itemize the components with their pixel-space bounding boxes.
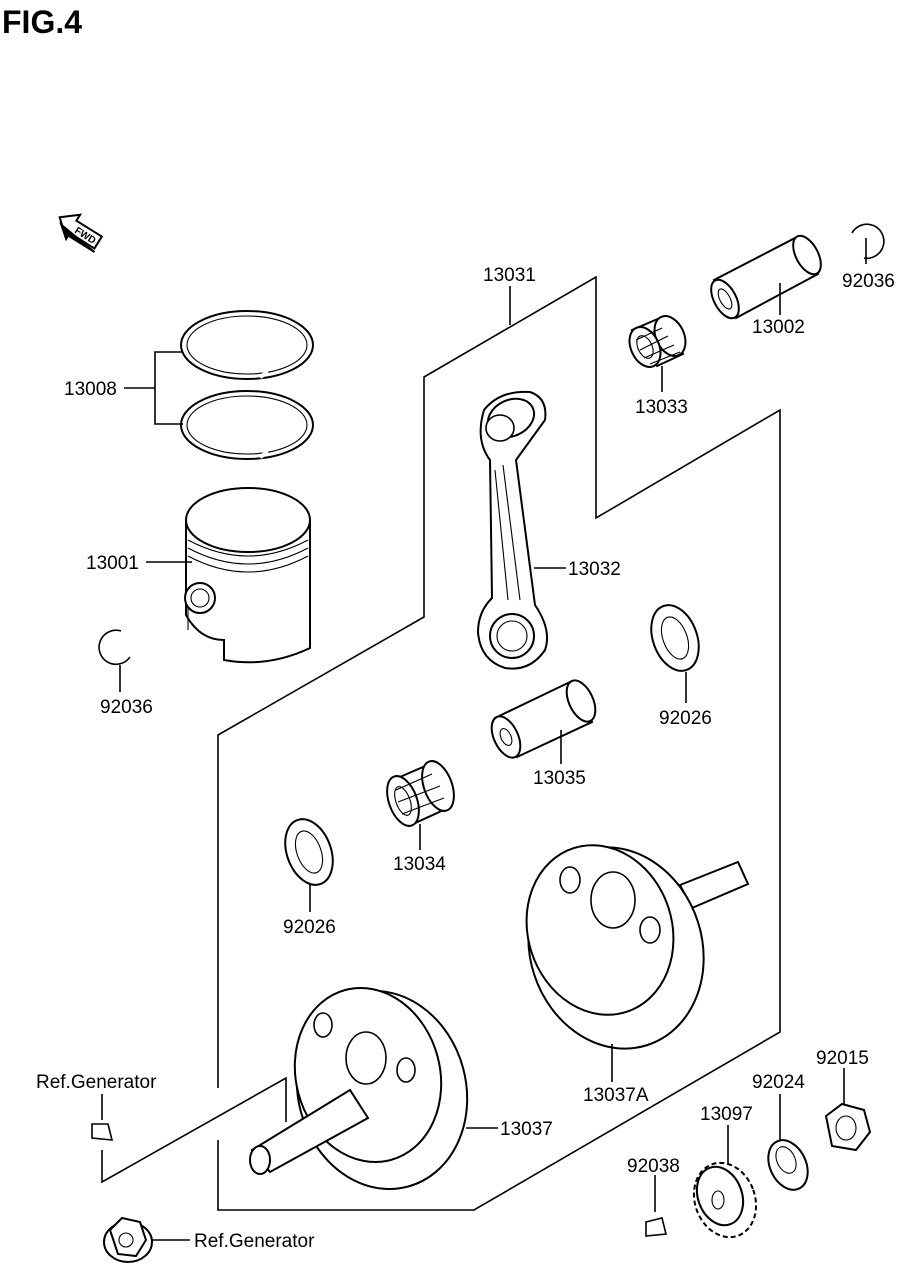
woodruff-key-left (91, 1123, 114, 1141)
ref-generator-label-bottom: Ref.Generator (194, 1231, 315, 1252)
small-end-bearing (628, 315, 687, 368)
spring-washer (767, 1139, 809, 1191)
circlip-top (851, 223, 885, 260)
leader-13008 (154, 351, 183, 425)
woodruff-key (645, 1217, 668, 1237)
flange-nut (103, 1216, 153, 1263)
part-label-13033: 13033 (635, 397, 688, 418)
part-label-13035: 13035 (533, 768, 586, 789)
part-label-92038: 92038 (627, 1156, 680, 1177)
part-label-13034: 13034 (393, 854, 446, 875)
assembly-outline (217, 275, 781, 1211)
crankshaft-right-half (525, 844, 750, 1050)
circlip-left (98, 629, 131, 666)
piston-rings (180, 310, 314, 460)
part-label-13002: 13002 (752, 317, 805, 338)
ref-generator-label-top: Ref.Generator (36, 1072, 157, 1093)
crank-pin (490, 679, 597, 759)
part-label-13032: 13032 (568, 559, 621, 580)
crankshaft-gear (692, 1161, 758, 1239)
piston-pin (710, 234, 822, 320)
part-label-13097: 13097 (700, 1104, 753, 1125)
part-label-13008: 13008 (64, 379, 117, 400)
part-label-13001: 13001 (86, 553, 139, 574)
part-label-13037: 13037 (500, 1119, 553, 1140)
part-label-92036-left: 92036 (100, 697, 153, 718)
thrust-washer-left (284, 818, 334, 886)
part-label-92015: 92015 (816, 1048, 869, 1069)
fwd-arrow-icon: FWD (58, 213, 104, 253)
connecting-rod (476, 390, 548, 670)
part-label-92026-right: 92026 (659, 708, 712, 729)
thrust-washer-right (650, 604, 700, 672)
part-label-13037A: 13037A (583, 1085, 649, 1106)
big-end-bearing (386, 760, 455, 827)
part-label-13031: 13031 (483, 265, 536, 286)
crankshaft-left-half (249, 986, 469, 1191)
piston (184, 487, 311, 664)
part-label-92026-left: 92026 (283, 917, 336, 938)
part-label-92024: 92024 (752, 1072, 805, 1093)
figure-title: FIG.4 (2, 4, 83, 40)
hex-nut (824, 1102, 872, 1152)
part-label-92036-top: 92036 (842, 271, 895, 292)
ref-generator-leader (101, 1076, 287, 1184)
